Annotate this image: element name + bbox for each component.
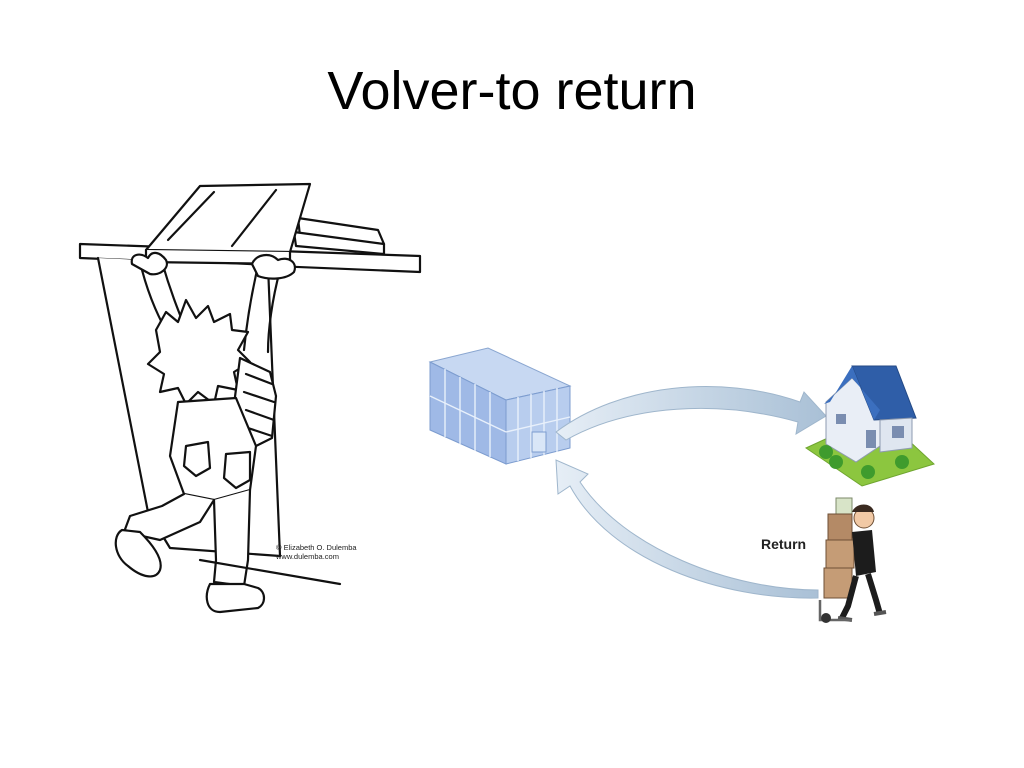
illustration-credit: © Elizabeth O. Dulemba www.dulemba.com (276, 543, 357, 561)
credit-name: © Elizabeth O. Dulemba (276, 543, 357, 552)
credit-url: www.dulemba.com (276, 552, 339, 561)
house-icon (804, 365, 935, 487)
outgoing-arrow (555, 386, 827, 441)
return-label: Return (761, 536, 807, 552)
warehouse-building-icon (428, 347, 572, 465)
return-arrow (555, 459, 819, 599)
slide-title: Volver-to return (327, 61, 697, 121)
delivery-man-icon (818, 497, 887, 623)
